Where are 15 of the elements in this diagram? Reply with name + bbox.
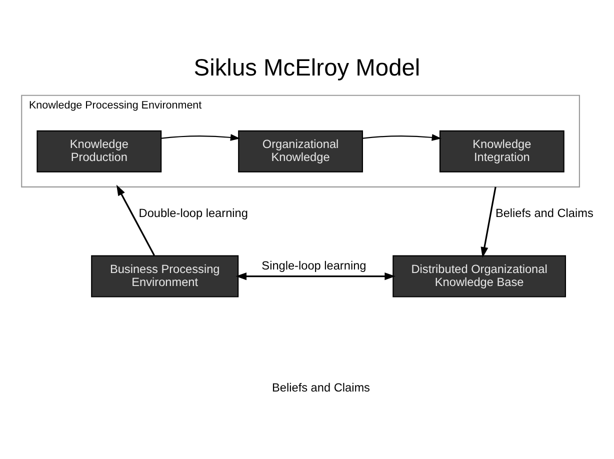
label: Beliefs and Claims bbox=[272, 380, 370, 394]
edge-label: Single-loop learning bbox=[262, 258, 366, 272]
node-box: Business Processing Environment bbox=[91, 254, 239, 297]
arrow bbox=[236, 272, 396, 280]
node-box: Distributed Organizational Knowledge Base bbox=[392, 254, 566, 297]
diagram-title: Siklus McElroy Model bbox=[194, 55, 420, 82]
node-box: Knowledge Integration bbox=[439, 130, 564, 172]
arrow bbox=[362, 134, 442, 140]
node-box: Organizational Knowledge bbox=[238, 130, 363, 172]
arrow bbox=[116, 184, 155, 256]
node-box: Knowledge Production bbox=[36, 130, 162, 172]
arrow bbox=[161, 134, 240, 140]
edge-label: Beliefs and Claims bbox=[495, 205, 594, 220]
edge-label: Double-loop learning bbox=[138, 205, 248, 220]
arrow bbox=[480, 186, 496, 258]
